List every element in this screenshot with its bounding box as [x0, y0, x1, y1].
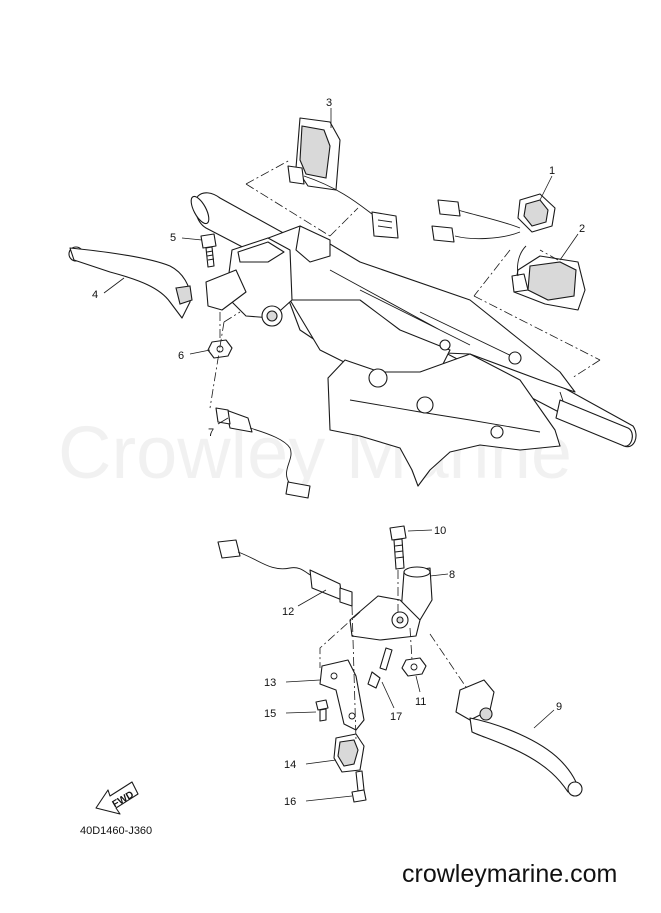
callout-15: 15: [264, 708, 276, 720]
part-12-switch: [217, 539, 353, 607]
callout-16: 16: [284, 796, 296, 808]
part-15-screw: [315, 699, 329, 722]
callout-17: 17: [390, 711, 402, 723]
callout-11: 11: [415, 696, 426, 708]
part-13-plate: [319, 659, 365, 731]
callout-12: 12: [282, 606, 294, 618]
handlebar-assembly: [190, 192, 637, 487]
callout-13: 13: [264, 677, 276, 689]
guide-line: [245, 159, 359, 237]
fwd-arrow-icon: FWD: [95, 781, 139, 815]
part-17-screw: [367, 647, 393, 689]
website-label: crowleymarine.com: [402, 860, 617, 888]
callout-1: 1: [549, 165, 555, 177]
part-4-lever: [68, 246, 193, 319]
part-2-switch-housing: [511, 245, 586, 311]
callout-4: 4: [92, 289, 98, 301]
part-14-switch: [333, 733, 365, 773]
callout-10: 10: [434, 525, 446, 537]
callouts: 3 1 2 5 4 6 7 10 8 12 13 15 17 11 9 14 1: [92, 97, 585, 808]
part-6-nut: [207, 339, 233, 359]
guide-line: [319, 570, 469, 741]
callout-8: 8: [449, 569, 455, 581]
diagram-code: 40D1460-J360: [80, 825, 152, 837]
part-11-nut: [401, 657, 427, 677]
callout-2: 2: [579, 223, 585, 235]
part-1-switch: [431, 193, 556, 243]
callout-9: 9: [556, 701, 562, 713]
callout-7: 7: [208, 427, 214, 439]
part-5-bolt: [200, 233, 217, 268]
callout-3: 3: [326, 97, 332, 109]
part-3-switch: [287, 117, 399, 239]
master-cylinder: [205, 237, 293, 327]
part-10-bolt: [389, 525, 407, 570]
part-9-lever: [455, 679, 583, 797]
part-8-bracket: [349, 566, 433, 641]
part-7-switch: [215, 407, 311, 499]
guide-line: [209, 311, 241, 409]
callout-6: 6: [178, 350, 184, 362]
callout-14: 14: [284, 759, 296, 771]
guide-line: [473, 249, 601, 379]
part-16-screw: [351, 770, 367, 803]
callout-5: 5: [170, 232, 176, 244]
